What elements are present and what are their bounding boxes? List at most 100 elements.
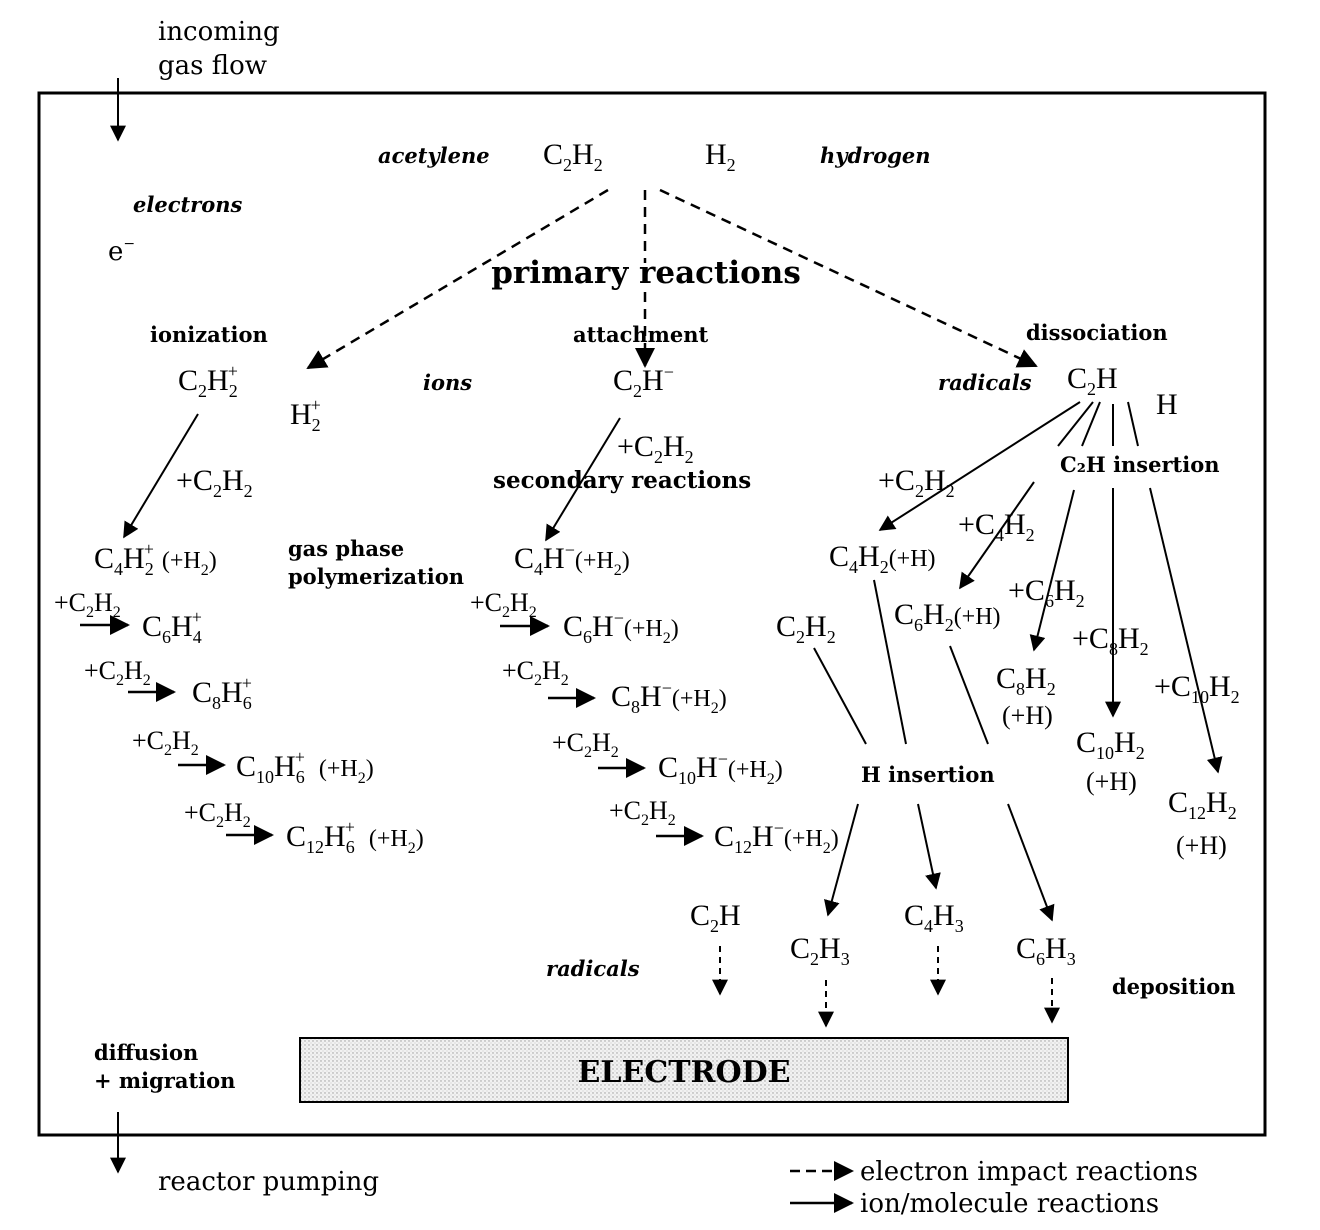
- svg-text:+C2H2: +C2H2: [84, 656, 151, 689]
- c10h2-product: C10H2: [1076, 726, 1145, 763]
- source-h2: H2: [705, 138, 736, 175]
- c4h2-cation: C4H2+(+H2): [94, 539, 217, 579]
- h-ins-line-1: [813, 647, 867, 745]
- svg-text:+C2H2: +C2H2: [502, 656, 569, 689]
- c6h-anion: C6H−(+H2): [563, 608, 679, 647]
- plus-c4h2: +C4H2: [958, 508, 1035, 545]
- svg-text:+C2H2: +C2H2: [132, 726, 199, 759]
- legend-ion-molecule: ion/molecule reactions: [860, 1189, 1159, 1219]
- cation-step-12: +C2H2 C12H6+(+H2): [184, 798, 424, 857]
- diffusion-label: diffusion: [94, 1040, 198, 1065]
- acetylene-label: acetylene: [378, 143, 490, 168]
- c2h-to-c12h2-arrow: [1149, 487, 1223, 774]
- ionization-dashed-arrow: [306, 188, 609, 370]
- hydrogen-label: hydrogen: [820, 143, 931, 168]
- ion-plus-c2h2: +C2H2: [176, 464, 253, 501]
- reactor-pumping-label: reactor pumping: [158, 1167, 379, 1197]
- svg-text:+C2H2: +C2H2: [470, 588, 537, 621]
- c4h3-deposit: C4H3: [904, 899, 964, 936]
- attachment-label: attachment: [573, 322, 709, 347]
- svg-text:+C2H2: +C2H2: [609, 796, 676, 829]
- gas-phase-label: gas phase: [288, 536, 404, 561]
- c2h-insertion-label: C₂H insertion: [1060, 452, 1220, 477]
- electrode: [299, 1037, 1069, 1103]
- plus-c2h2-diss: +C2H2: [878, 464, 955, 501]
- legend-electron-impact: electron impact reactions: [860, 1157, 1198, 1187]
- anion-step-10: +C2H2 C10H−(+H2): [552, 728, 783, 788]
- h-ins-line-3: [949, 645, 989, 745]
- c6h2-product: C6H2(+H): [894, 598, 1001, 635]
- cation-step-8: +C2H2 C8H6+: [84, 656, 252, 713]
- c2h-anion: C2H−: [613, 362, 674, 401]
- c2h-branch-2: [1081, 401, 1101, 447]
- c8h-anion: C8H−(+H2): [611, 678, 727, 717]
- electron-symbol: e−: [108, 236, 135, 267]
- primary-reactions-label: primary reactions: [491, 255, 801, 291]
- svg-text:+C2H2: +C2H2: [184, 798, 251, 831]
- c2h-deposit: C2H: [690, 899, 741, 936]
- anion-step-8: +C2H2 C8H−(+H2): [502, 656, 727, 717]
- c2h2-cation: C2H2+: [178, 361, 238, 401]
- c10h2-plus-h: (+H): [1086, 767, 1137, 796]
- c2h-to-c6h2-arrow: [959, 481, 1035, 590]
- c2h2-neutral: C2H2: [776, 610, 836, 647]
- ions-label: ions: [423, 370, 472, 395]
- c8h2-product: C8H2: [996, 662, 1056, 699]
- h-ins-to-c2h3-arrow: [824, 803, 859, 917]
- electrode-label: ELECTRODE: [578, 1055, 791, 1090]
- c10h-anion: C10H−(+H2): [658, 749, 783, 788]
- plus-c10h2: +C10H2: [1154, 670, 1240, 707]
- c12h2-product: C12H2: [1168, 786, 1237, 823]
- c6h4-cation: C6H4+: [142, 607, 202, 647]
- incoming-label: incoming: [158, 17, 280, 47]
- cation-step-10: +C2H2 C10H6+(+H2): [132, 726, 374, 787]
- polymerization-label: polymerization: [288, 564, 464, 589]
- plus-c8h2: +C8H2: [1072, 622, 1149, 659]
- h2-cation: H2+: [290, 395, 321, 435]
- c6h3-deposit: C6H3: [1016, 932, 1076, 969]
- svg-text:+C2H2: +C2H2: [552, 728, 619, 761]
- anion-step-6: +C2H2 C6H−(+H2): [470, 588, 679, 647]
- c10h6-cation: C10H6+(+H2): [236, 747, 374, 787]
- deposition-label: deposition: [1112, 974, 1236, 999]
- c2h-to-c4h2-arrow: [878, 401, 1081, 531]
- reactor-box: [37, 91, 1267, 1137]
- secondary-reactions-label: secondary reactions: [493, 467, 751, 494]
- electrons-label: electrons: [133, 192, 243, 217]
- c12h6-cation: C12H6+(+H2): [286, 817, 424, 857]
- c8h6-cation: C8H6+: [192, 673, 252, 713]
- ion-secondary-arrow: [123, 413, 199, 539]
- h-insertion-label: H insertion: [861, 762, 995, 787]
- radicals-top-label: radicals: [938, 370, 1032, 395]
- source-c2h2: C2H2: [543, 138, 603, 175]
- h-radical: H: [1156, 388, 1178, 421]
- c4h2-product: C4H2(+H): [829, 540, 936, 577]
- c12h2-plus-h: (+H): [1176, 831, 1227, 860]
- gas-flow-label: gas flow: [158, 51, 267, 81]
- c2h-branch-4: [1127, 401, 1139, 447]
- anion-plus-c2h2: +C2H2: [617, 430, 694, 467]
- c8h2-plus-h: (+H): [1002, 701, 1053, 730]
- c2h-to-c8h2-arrow: [1029, 489, 1075, 652]
- h-ins-line-2: [873, 579, 907, 745]
- c12h-anion: C12H−(+H2): [714, 818, 839, 857]
- c2h3-deposit: C2H3: [790, 932, 850, 969]
- h-ins-to-c6h3-arrow: [1007, 803, 1055, 922]
- c2h-branch-1: [1057, 401, 1094, 447]
- primary-reactions-halo: primary reactions: [491, 255, 801, 291]
- dissociation-dashed-arrow: [659, 188, 1038, 368]
- c4h-anion: C4H−(+H2): [514, 540, 630, 579]
- dissociation-label: dissociation: [1026, 320, 1168, 345]
- svg-text:+C2H2: +C2H2: [54, 588, 121, 621]
- ionization-label: ionization: [150, 322, 268, 347]
- radicals-bottom-label: radicals: [546, 956, 640, 981]
- c2h-radical: C2H: [1067, 362, 1118, 399]
- cation-step-6: +C2H2 C6H4+: [54, 588, 202, 647]
- anion-secondary-arrow: [545, 417, 621, 542]
- h-ins-to-c4h3-arrow: [917, 803, 941, 890]
- anion-step-12: +C2H2 C12H−(+H2): [609, 796, 839, 857]
- plus-c6h2: +C6H2: [1008, 574, 1085, 611]
- migration-label: + migration: [94, 1068, 235, 1093]
